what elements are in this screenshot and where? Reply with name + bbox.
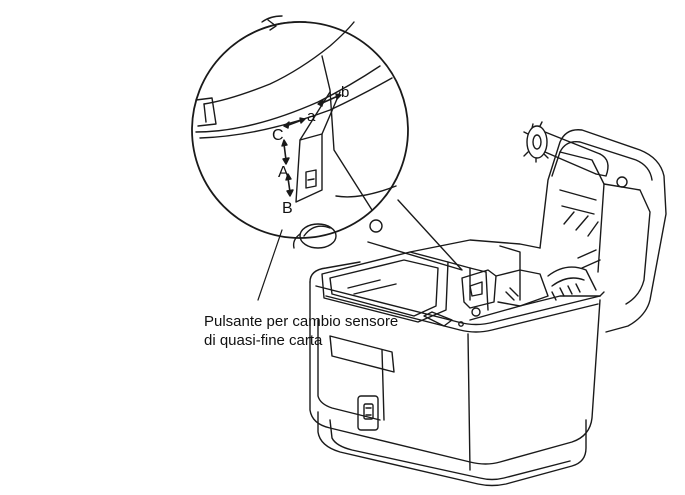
label-a: a (307, 108, 316, 125)
printer-body (309, 261, 605, 487)
callout-line-2: di quasi-fine carta (204, 332, 323, 349)
printer-cover-open (523, 121, 667, 333)
label-b: b (341, 84, 349, 101)
printer-top (321, 239, 601, 327)
label-B: B (282, 200, 293, 217)
callout-label: Pulsante per cambio sensore di quasi-fin… (204, 312, 434, 350)
label-A: A (278, 164, 289, 181)
label-C: C (272, 127, 284, 144)
callout-leader-line (257, 229, 283, 301)
detail-magnifier: C a b A B (191, 15, 463, 301)
callout-line-1: Pulsante per cambio sensore (204, 313, 399, 330)
